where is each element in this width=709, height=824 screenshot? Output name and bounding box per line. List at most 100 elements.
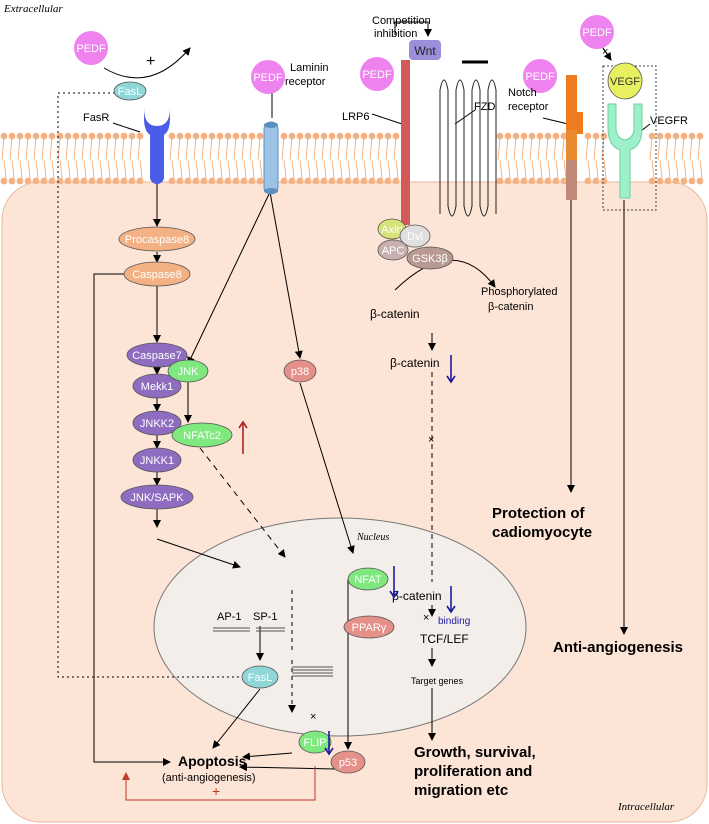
fasl-top-label: FasL [118, 86, 142, 98]
caspase7-node [126, 342, 188, 368]
inhibit-cross-binding: × [423, 612, 429, 624]
tcf-lef-label: TCF/LEF [420, 632, 469, 646]
sp1-label: SP-1 [253, 611, 277, 623]
fasr-receptor [144, 108, 170, 184]
protection-label-1: Protection of [492, 505, 586, 522]
beta-catenin-1: β-catenin [370, 307, 420, 321]
p38-label: p38 [291, 366, 309, 378]
laminin-receptor [263, 121, 279, 195]
caspase7-label: Caspase7 [132, 350, 182, 362]
protection-label-2: cadiomyocyte [492, 524, 592, 541]
down-arrow-nfat [389, 566, 399, 599]
vegfr-label: VEGFR [650, 115, 688, 127]
growth-label-2: proliferation and [414, 763, 532, 780]
notch-receptor [566, 75, 583, 200]
flip-node [298, 730, 332, 754]
procaspase8-label: Procaspase8 [125, 234, 189, 246]
laminin-label-2: receptor [285, 76, 326, 88]
inhibit-cross-vegf: × [602, 46, 608, 58]
pedf-ligand [360, 57, 394, 91]
competition-label-2: inhibition [374, 28, 417, 40]
inhibit-cross-bcat: × [428, 434, 434, 446]
jnkk2-label: JNKK2 [140, 418, 174, 430]
ap1-label: AP-1 [217, 611, 241, 623]
vegf-label: VEGF [610, 76, 640, 88]
plasma-membrane [0, 132, 704, 185]
caspase8-node [123, 261, 191, 287]
pedf-label: PEDF [525, 71, 555, 83]
nfat-label: NFAT [354, 574, 382, 586]
fasr-label: FasR [83, 112, 109, 124]
apc-node [377, 239, 409, 261]
fasl-top-node [113, 81, 147, 101]
notch-label-1: Notch [508, 87, 537, 99]
p53-label: p53 [339, 757, 357, 769]
notch-label-2: receptor [508, 101, 549, 113]
fzd-label: FZD [474, 101, 495, 113]
dvl-node [399, 224, 431, 248]
jnkk2-node [132, 410, 182, 436]
ppar-node [343, 615, 395, 639]
beta-catenin-3: β-catenin [392, 589, 442, 603]
wnt-ligand [409, 40, 441, 60]
up-arrow-nfatc2 [238, 420, 248, 454]
jnk-sapk-node [120, 484, 194, 510]
wnt-label: Wnt [414, 44, 436, 58]
mekk1-node [132, 373, 182, 399]
pathway-arrows [57, 21, 651, 772]
p53-node [330, 750, 366, 774]
dvl-label: Dvl [407, 231, 423, 243]
ppar-label: PPARγ [352, 622, 387, 634]
pedf-label: PEDF [582, 27, 612, 39]
phospho-label-2: β-catenin [488, 301, 533, 313]
flip-label: FLIP [303, 737, 326, 749]
extracellular-label: Extracellular [3, 3, 63, 15]
vegfr-receptor [607, 103, 643, 199]
growth-label-1: Growth, survival, [414, 744, 536, 761]
fzd-receptor [439, 79, 497, 217]
phospho-label-1: Phosphorylated [481, 286, 557, 298]
p38-node [283, 359, 317, 383]
vegf-inhibition-box [602, 65, 657, 211]
growth-label-3: migration etc [414, 782, 508, 799]
pedf-ligand [74, 31, 108, 65]
pedf-label: PEDF [76, 43, 106, 55]
pedf-label: PEDF [362, 69, 392, 81]
apoptosis-sub-label: (anti-angiogenesis) [162, 772, 256, 784]
mekk1-label: Mekk1 [141, 381, 173, 393]
flip-inhibition-feedback [122, 766, 316, 801]
laminin-label-1: Laminin [290, 62, 329, 74]
pedf-ligand [251, 60, 285, 94]
competition-label-1: Competition [372, 15, 431, 27]
jnk-node [167, 359, 209, 383]
beta-catenin-2: β-catenin [390, 356, 440, 370]
nfat-node [347, 567, 389, 591]
intracellular-label: Intracellular [617, 801, 675, 813]
apoptosis-label: Apoptosis [178, 753, 247, 769]
gsk3b-node [406, 246, 454, 270]
pedf-ligand [580, 15, 614, 49]
nfatc2-node [171, 422, 233, 448]
anti-angiogenesis-label: Anti-angiogenesis [553, 639, 683, 656]
down-arrow-bcat [446, 355, 456, 384]
pedf-ligand [523, 59, 557, 93]
jnkk1-label: JNKK1 [140, 455, 174, 467]
nfatc2-label: NFATc2 [183, 430, 221, 442]
lrp6-receptor [401, 60, 410, 225]
apc-label: APC [382, 245, 405, 257]
gsk3b-label: GSK3β [412, 253, 448, 265]
target-genes-label: Target genes [411, 676, 464, 686]
fasl-nuc-label: FasL [248, 672, 272, 684]
nucleus-label: Nucleus [356, 532, 389, 543]
nucleus [153, 517, 527, 737]
fasl-nuc-node [241, 665, 279, 689]
jnkk1-node [132, 447, 182, 473]
procaspase8-node [118, 226, 196, 252]
plus-bottom: + [212, 783, 220, 799]
plus-top: + [146, 53, 155, 70]
binding-label: binding [438, 616, 470, 627]
down-arrow-flip [324, 731, 334, 756]
pedf-label: PEDF [253, 72, 283, 84]
